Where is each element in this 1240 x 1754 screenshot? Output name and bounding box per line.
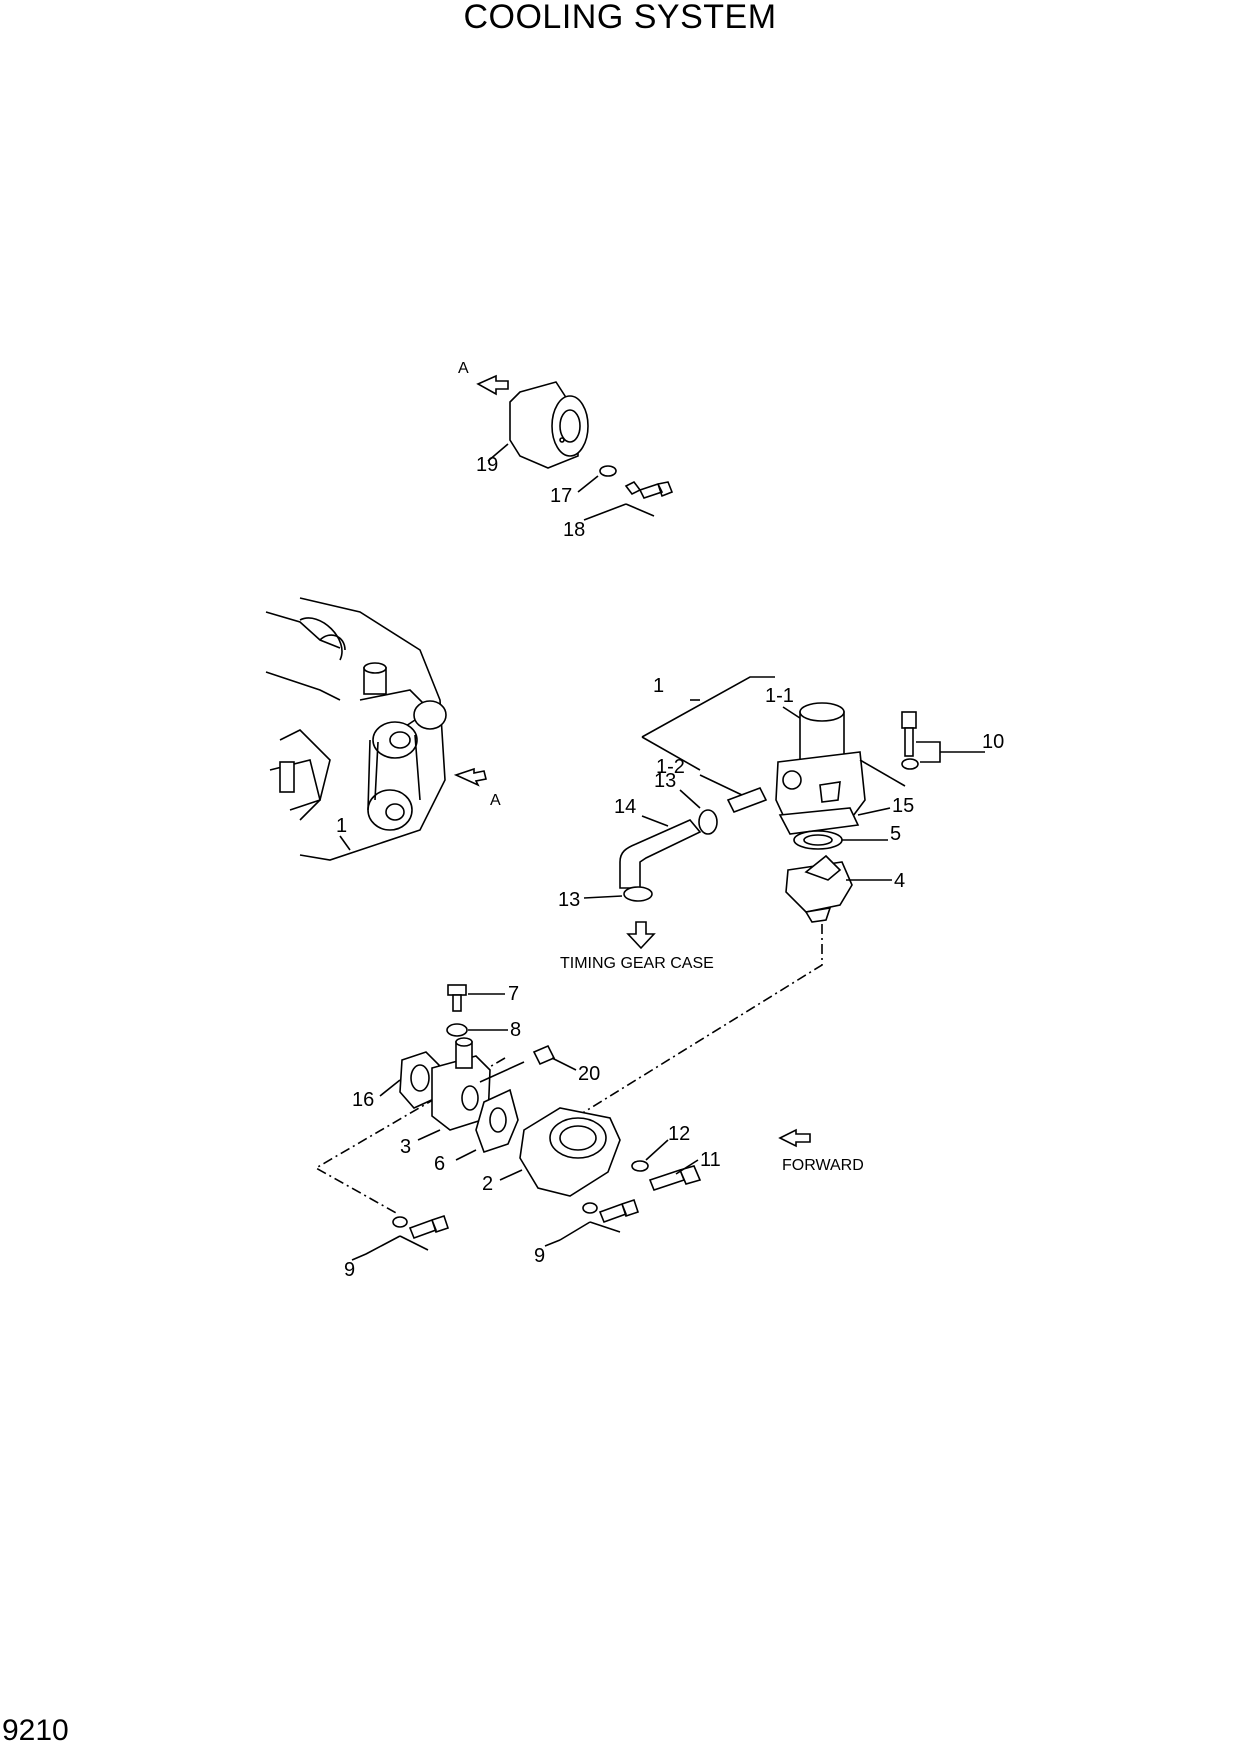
engine-idler xyxy=(413,700,447,730)
washer-12 xyxy=(631,1160,649,1172)
callout-18: 18 xyxy=(563,519,585,541)
callout-13-top: 13 xyxy=(654,770,676,792)
hose-group: 13 14 13 TIMING GEAR CASE xyxy=(558,770,718,972)
page-number: 9210 xyxy=(2,1714,69,1747)
bolt-7-head xyxy=(447,984,467,996)
leader-12 xyxy=(645,1139,669,1161)
callout-13-bottom: 13 xyxy=(558,889,580,911)
leader-9-left xyxy=(351,1235,429,1261)
down-arrow-icon xyxy=(626,921,656,950)
bolt-9-left xyxy=(408,1214,450,1240)
thermostat-case-group: 2 12 11 9 9 xyxy=(344,1107,721,1281)
callout-5: 5 xyxy=(890,823,901,845)
washer-8 xyxy=(446,1023,468,1037)
callout-2: 2 xyxy=(482,1173,493,1195)
forward-arrow-icon xyxy=(778,1128,811,1148)
leader-10-down xyxy=(859,759,906,787)
leader-17 xyxy=(577,475,599,493)
pulley-hub xyxy=(559,409,581,443)
leader-2 xyxy=(499,1169,523,1181)
leader-6 xyxy=(455,1149,477,1161)
thermostat-housing-group: 1 1-1 1-2 15 5 4 10 xyxy=(641,675,1004,923)
note-forward: FORWARD xyxy=(782,1157,864,1174)
bolt-10-shank xyxy=(904,727,914,757)
nipple-1-2 xyxy=(726,786,768,814)
callout-10: 10 xyxy=(982,731,1004,753)
callout-1-2: 1-2 xyxy=(656,756,685,778)
leader-10 xyxy=(916,741,985,763)
bolt-9-right xyxy=(598,1198,640,1224)
callout-17: 17 xyxy=(550,485,572,507)
washer-17 xyxy=(599,465,617,477)
callout-12: 12 xyxy=(668,1123,690,1145)
callout-14: 14 xyxy=(614,796,636,818)
leader-14 xyxy=(641,815,669,827)
leader-20 xyxy=(551,1057,577,1071)
callout-11: 11 xyxy=(700,1149,721,1171)
hose-14 xyxy=(619,819,702,889)
callout-6: 6 xyxy=(434,1153,445,1175)
engine-callout-1: 1 xyxy=(336,815,347,837)
callout-9-right: 9 xyxy=(534,1245,545,1267)
view-marker-a-side: A xyxy=(490,792,501,809)
leader-3 xyxy=(417,1129,441,1141)
callout-16: 16 xyxy=(352,1089,374,1111)
leader-15 xyxy=(857,807,891,816)
bolt-10-head xyxy=(901,711,917,729)
flow-line-bypass xyxy=(314,1057,506,1215)
washer-10 xyxy=(901,758,919,770)
clamp-13-top xyxy=(698,809,718,835)
bolt-18 xyxy=(638,481,674,499)
callout-7: 7 xyxy=(508,983,519,1005)
callout-19: 19 xyxy=(476,454,498,476)
plug-20 xyxy=(532,1044,556,1066)
callout-15: 15 xyxy=(892,795,914,817)
washer-9-right xyxy=(582,1202,598,1214)
note-timing-gear-case: TIMING GEAR CASE xyxy=(560,955,714,972)
engine-block: 1 A xyxy=(265,597,501,861)
callout-8: 8 xyxy=(510,1019,521,1041)
leader-18 xyxy=(583,503,655,521)
leader-13-bottom xyxy=(583,895,623,899)
clamp-13-bottom xyxy=(623,886,653,902)
inlet-group: 7 8 16 3 6 20 xyxy=(352,983,600,1175)
bolt-7-shank xyxy=(452,994,462,1012)
bolt-11 xyxy=(648,1165,702,1191)
leader-11 xyxy=(675,1159,699,1175)
gasket-15 xyxy=(778,807,860,835)
callout-20: 20 xyxy=(578,1063,600,1085)
leader-19 xyxy=(487,443,509,462)
view-arrow-icon xyxy=(476,374,509,396)
leader-9-right xyxy=(544,1221,621,1247)
view-arrow-a-icon xyxy=(453,767,487,787)
leader-16 xyxy=(379,1079,401,1097)
callout-4: 4 xyxy=(894,870,905,892)
pulley-assembly: A 19 17 18 xyxy=(458,360,674,541)
leader-1-group xyxy=(641,676,775,738)
callout-1: 1 xyxy=(653,675,664,697)
callout-1-1: 1-1 xyxy=(765,685,794,707)
washer-18 xyxy=(624,480,642,496)
fan-belt xyxy=(367,734,421,811)
flow-line-thermostat xyxy=(567,924,823,1123)
page-title: COOLING SYSTEM xyxy=(463,0,777,36)
washer-9-left xyxy=(392,1216,408,1228)
callout-9-left: 9 xyxy=(344,1259,355,1281)
view-marker-a-top: A xyxy=(458,360,469,377)
leader-1-2 xyxy=(699,774,743,796)
callout-3: 3 xyxy=(400,1136,411,1158)
forward-indicator: FORWARD xyxy=(778,1128,864,1174)
leader-13-top xyxy=(679,789,701,809)
